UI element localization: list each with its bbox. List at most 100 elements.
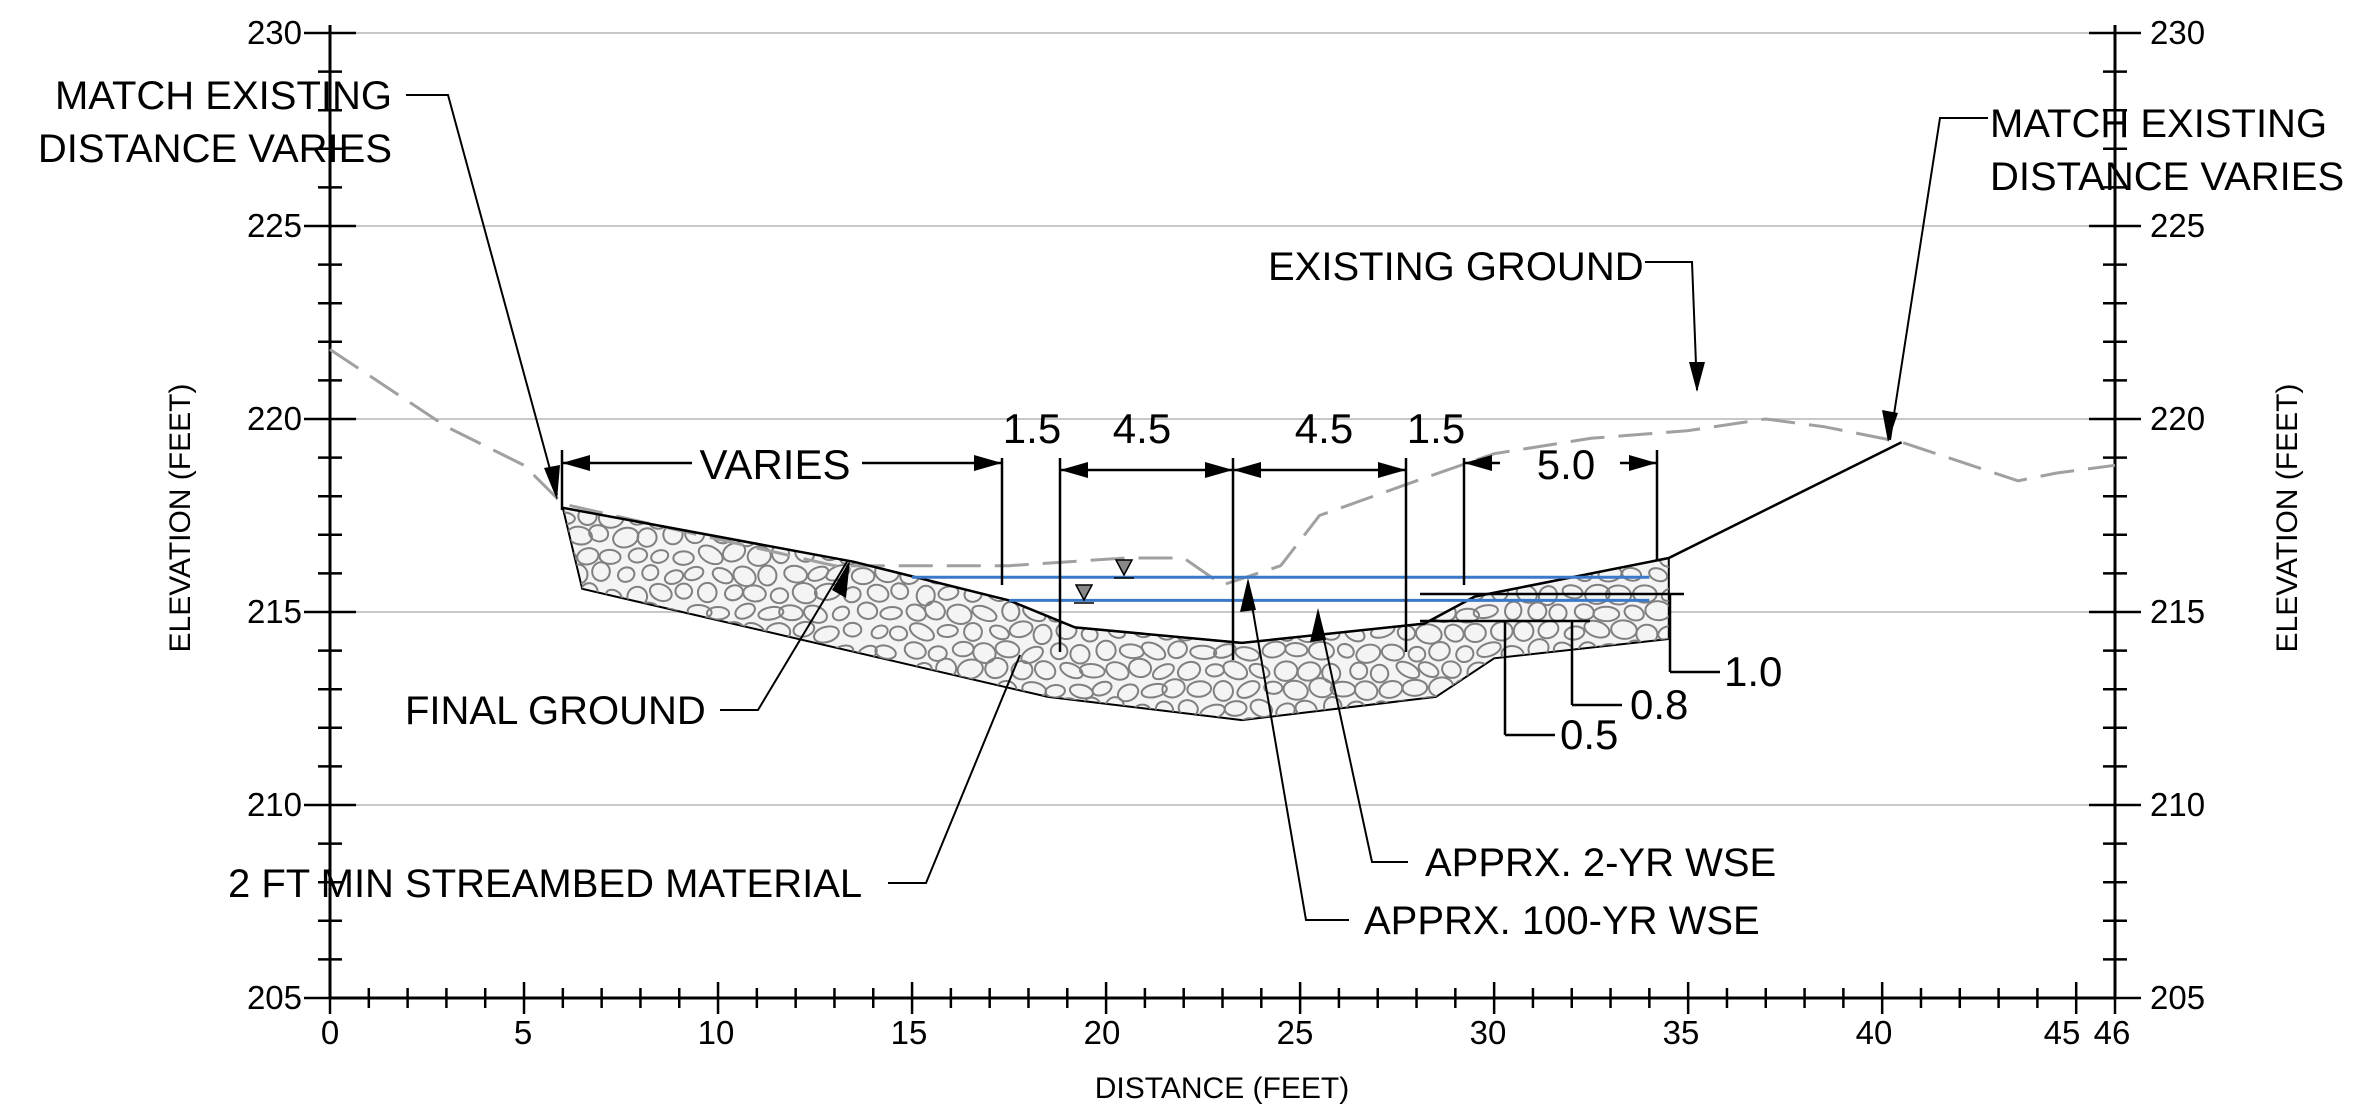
streambed-rock — [1022, 715, 1042, 721]
streambed-rock — [833, 488, 854, 505]
streambed-rock — [1105, 586, 1126, 607]
streambed-rock — [630, 482, 661, 510]
streambed-rock — [696, 581, 718, 604]
callout-arrowheads — [544, 362, 1898, 642]
streambed-rock — [805, 716, 828, 721]
streambed-rock — [1273, 660, 1299, 682]
streambed-rock — [1044, 721, 1070, 740]
streambed-rock — [1345, 544, 1373, 568]
streambed-rock — [1187, 602, 1213, 619]
callout-labels: MATCH EXISTING DISTANCE VARIES MATCH EXI… — [38, 74, 2344, 943]
streambed-rock — [1163, 488, 1186, 503]
existing-ground-line — [329, 348, 2116, 587]
streambed-rock — [1115, 719, 1141, 742]
streambed-rock — [1648, 567, 1669, 583]
streambed-rock — [1114, 522, 1141, 544]
streambed-rock — [946, 603, 973, 625]
streambed-rock — [815, 664, 839, 683]
streambed-rock — [936, 623, 959, 638]
streambed-rock — [852, 715, 879, 721]
streambed-rock — [650, 549, 670, 564]
streambed-rock — [721, 541, 747, 563]
streambed-rock — [1001, 600, 1021, 622]
y-tick-labels-left: 230 225 220 215 210 205 — [247, 14, 302, 1016]
streambed-rock — [567, 600, 588, 621]
streambed-rock — [1514, 697, 1536, 718]
streambed-rock — [784, 682, 805, 703]
streambed-rock — [1331, 507, 1356, 510]
streambed-rock — [562, 586, 576, 605]
streambed-rock — [1089, 507, 1116, 510]
streambed-rock — [1082, 549, 1101, 567]
streambed-rock — [1320, 544, 1347, 565]
streambed-rock — [588, 493, 611, 506]
streambed-rock — [709, 720, 732, 741]
streambed-rock — [1414, 623, 1443, 645]
streambed-rock — [1618, 487, 1643, 510]
streambed-rock — [1078, 662, 1106, 679]
streambed-rock — [1333, 602, 1360, 625]
streambed-rock — [1598, 684, 1619, 700]
streambed-rock — [1658, 507, 1669, 524]
y-tick-label: 215 — [2150, 593, 2205, 630]
callout-leaders — [406, 94, 1988, 921]
streambed-rock — [838, 697, 864, 717]
streambed-rock — [734, 602, 756, 620]
streambed-rock — [1177, 508, 1196, 526]
streambed-rock — [791, 664, 818, 681]
streambed-rock — [963, 507, 982, 527]
x-tick-label: 10 — [698, 1014, 735, 1051]
streambed-rock — [722, 510, 747, 528]
streambed-rock — [1212, 643, 1237, 659]
streambed-rock — [1512, 507, 1534, 525]
streambed-rock — [1344, 586, 1364, 607]
dim-label: 5.0 — [1537, 441, 1595, 488]
dim-label: 1.0 — [1724, 648, 1782, 695]
streambed-rock — [1488, 701, 1509, 719]
streambed-rock — [1070, 718, 1094, 721]
streambed-rock — [950, 528, 969, 544]
streambed-rock — [711, 566, 734, 585]
y-tick-label: 225 — [2150, 207, 2205, 244]
streambed-rock — [905, 603, 927, 622]
streambed-rock — [969, 487, 995, 510]
streambed-rock — [1070, 507, 1090, 508]
streambed-rock — [1151, 663, 1175, 681]
streambed-rock — [1317, 509, 1344, 525]
streambed-rock — [562, 661, 579, 682]
streambed-rock — [1527, 487, 1549, 503]
streambed-rock — [1129, 544, 1156, 564]
streambed-rock — [1657, 625, 1669, 641]
streambed-rock — [785, 491, 803, 506]
streambed-rock — [1167, 640, 1188, 660]
streambed-rock — [1583, 619, 1611, 639]
streambed-rock — [1144, 604, 1167, 626]
streambed-rock — [1665, 526, 1669, 541]
streambed-rock — [856, 601, 879, 620]
streambed-rock — [1563, 625, 1586, 641]
streambed-rock — [912, 698, 935, 719]
streambed-rock — [1456, 722, 1477, 737]
streambed-rock — [1187, 489, 1210, 506]
streambed-rock — [1378, 717, 1404, 721]
callout-match-existing-right: MATCH EXISTING — [1990, 102, 2327, 146]
streambed-rock — [1548, 528, 1570, 548]
streambed-rock — [562, 645, 589, 665]
x-tick-label: 30 — [1470, 1014, 1507, 1051]
streambed-rock — [1250, 583, 1276, 600]
streambed-rock — [1310, 529, 1330, 550]
x-tick-label: 25 — [1277, 1014, 1314, 1051]
streambed-rock — [1478, 525, 1498, 543]
streambed-rock — [1359, 605, 1379, 625]
streambed-rock — [830, 719, 852, 721]
streambed-rock — [662, 642, 682, 658]
streambed-rock — [828, 526, 849, 543]
streambed-rock — [1140, 528, 1165, 545]
streambed-rock — [1044, 684, 1066, 699]
dim-label: 1.5 — [1003, 405, 1061, 452]
streambed-rock — [813, 625, 840, 644]
streambed-rock — [1454, 607, 1480, 624]
streambed-rock — [1176, 660, 1202, 681]
streambed-rock — [862, 507, 890, 527]
